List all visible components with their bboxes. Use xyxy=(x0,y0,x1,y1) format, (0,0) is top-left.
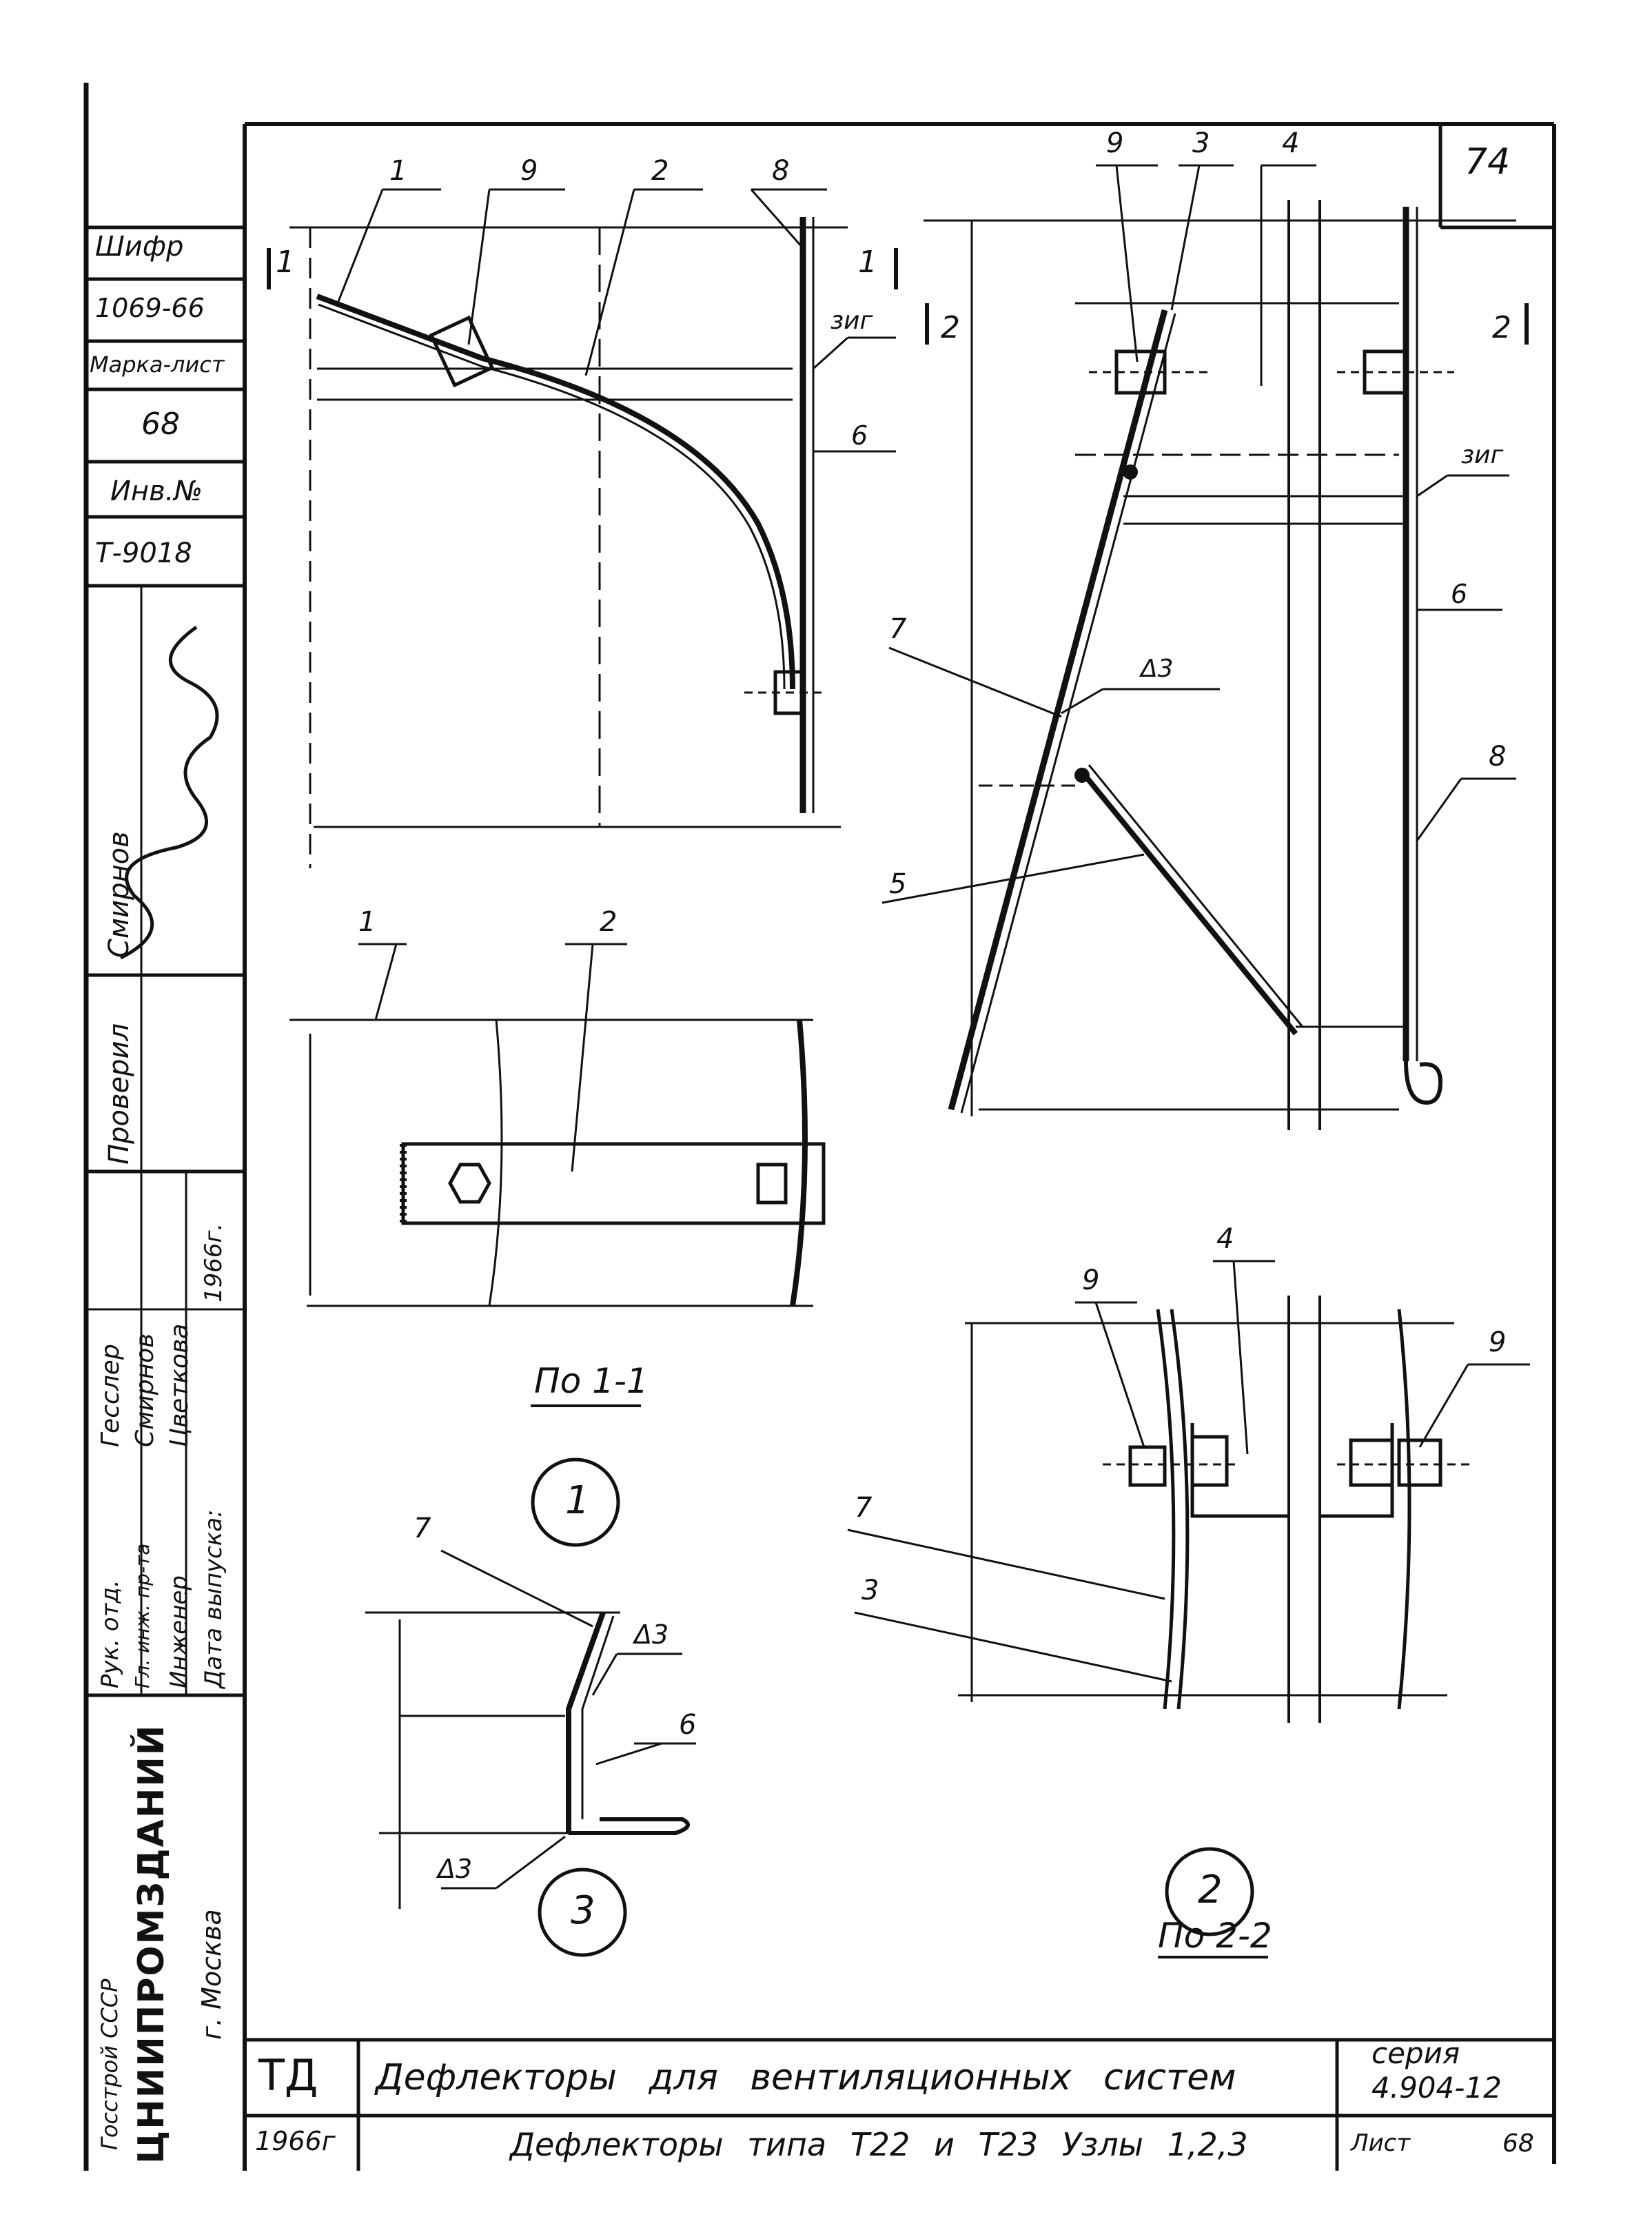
drawing-subtitle: Дефлекторы типа Т22 и Т23 Узлы 1,2,3 xyxy=(510,2126,1248,2163)
po11-caption: По 1-1 xyxy=(534,1361,649,1401)
view2-label-8: 8 xyxy=(1489,741,1507,773)
author-name: Смирнов xyxy=(103,831,135,958)
org-main: ЦНИИПРОМЗДАНИЙ xyxy=(131,1723,172,2164)
release-year: 1966г. xyxy=(200,1223,227,1302)
view3-label-7: 7 xyxy=(414,1513,431,1544)
po22-caption: По 2-2 xyxy=(1158,1916,1272,1956)
org-city: г. Москва xyxy=(196,1909,227,2040)
node2-number: 2 xyxy=(1198,1868,1223,1912)
view2-label-7: 7 xyxy=(889,613,907,645)
po11-label-2: 2 xyxy=(600,906,618,938)
view2-section-mark-left: 2 xyxy=(941,310,960,345)
view3-weld-top: Δ3 xyxy=(634,1619,669,1650)
role-chief-engineer: Гл. инж. пр-та xyxy=(131,1543,154,1688)
po22-label-7: 7 xyxy=(855,1492,873,1524)
view2-label-4: 4 xyxy=(1282,127,1300,159)
series-value: 4.904-12 xyxy=(1371,2071,1502,2105)
view2-label-5: 5 xyxy=(889,868,907,900)
view1-label-8: 8 xyxy=(772,155,790,187)
page-number: 74 xyxy=(1465,141,1511,183)
view3-label-6: 6 xyxy=(679,1709,697,1741)
view3-weld-bottom: Δ3 xyxy=(438,1854,473,1884)
title-year: 1966г xyxy=(255,2126,336,2156)
view2-label-3: 3 xyxy=(1192,127,1210,159)
view2-thickness: 6 xyxy=(1451,579,1468,609)
view1-label-9: 9 xyxy=(520,155,538,187)
sheet-label: Лист xyxy=(1351,2129,1411,2157)
view2-section-mark-right: 2 xyxy=(1492,310,1511,345)
title-code: ТД xyxy=(258,2050,318,2100)
node1-number: 1 xyxy=(565,1478,590,1523)
code-value: 1069-66 xyxy=(95,293,205,323)
code-label: Шифр xyxy=(95,231,184,263)
org-top: Госстрой СССР xyxy=(96,1978,123,2150)
view1-thickness: 6 xyxy=(851,420,868,451)
series-label: серия xyxy=(1371,2036,1460,2070)
sheet-value: 68 xyxy=(1502,2129,1534,2158)
mark-value: 68 xyxy=(141,407,180,442)
inv-label: Инв.№ xyxy=(110,475,203,507)
po22-label-4: 4 xyxy=(1216,1223,1234,1255)
signature-mark xyxy=(119,625,219,960)
mark-label: Марка-лист xyxy=(90,351,225,378)
view2-label-9: 9 xyxy=(1106,127,1124,159)
view2-weld-symbol: Δ3 xyxy=(1141,655,1174,683)
role-release-date: Дата выпуска: xyxy=(200,1509,227,1688)
name-engineer: Цветкова xyxy=(165,1323,194,1447)
po11-label-1: 1 xyxy=(358,906,376,938)
view1-label-1: 1 xyxy=(389,155,407,187)
name-head: Гесслер xyxy=(96,1344,125,1447)
view1-zig-note: зиг xyxy=(830,307,873,335)
name-chief-engineer: Смирнов xyxy=(131,1333,159,1447)
node3-number: 3 xyxy=(571,1888,595,1933)
role-head: Рук. отд. xyxy=(96,1579,124,1688)
view1-label-2: 2 xyxy=(651,155,669,187)
view2-zig-note: зиг xyxy=(1461,441,1504,469)
drawing-title: Дефлекторы для вентиляционных систем xyxy=(376,2057,1236,2098)
view1-section-mark-right: 1 xyxy=(858,245,877,280)
po22-label-9-right: 9 xyxy=(1489,1327,1507,1358)
po22-label-3: 3 xyxy=(861,1575,879,1606)
inv-value: Т-9018 xyxy=(95,538,192,569)
checked-label: Проверил xyxy=(103,1023,135,1165)
po22-label-9-left: 9 xyxy=(1082,1265,1100,1296)
view1-section-mark-left: 1 xyxy=(276,245,295,280)
role-engineer: Инженер xyxy=(165,1575,193,1688)
